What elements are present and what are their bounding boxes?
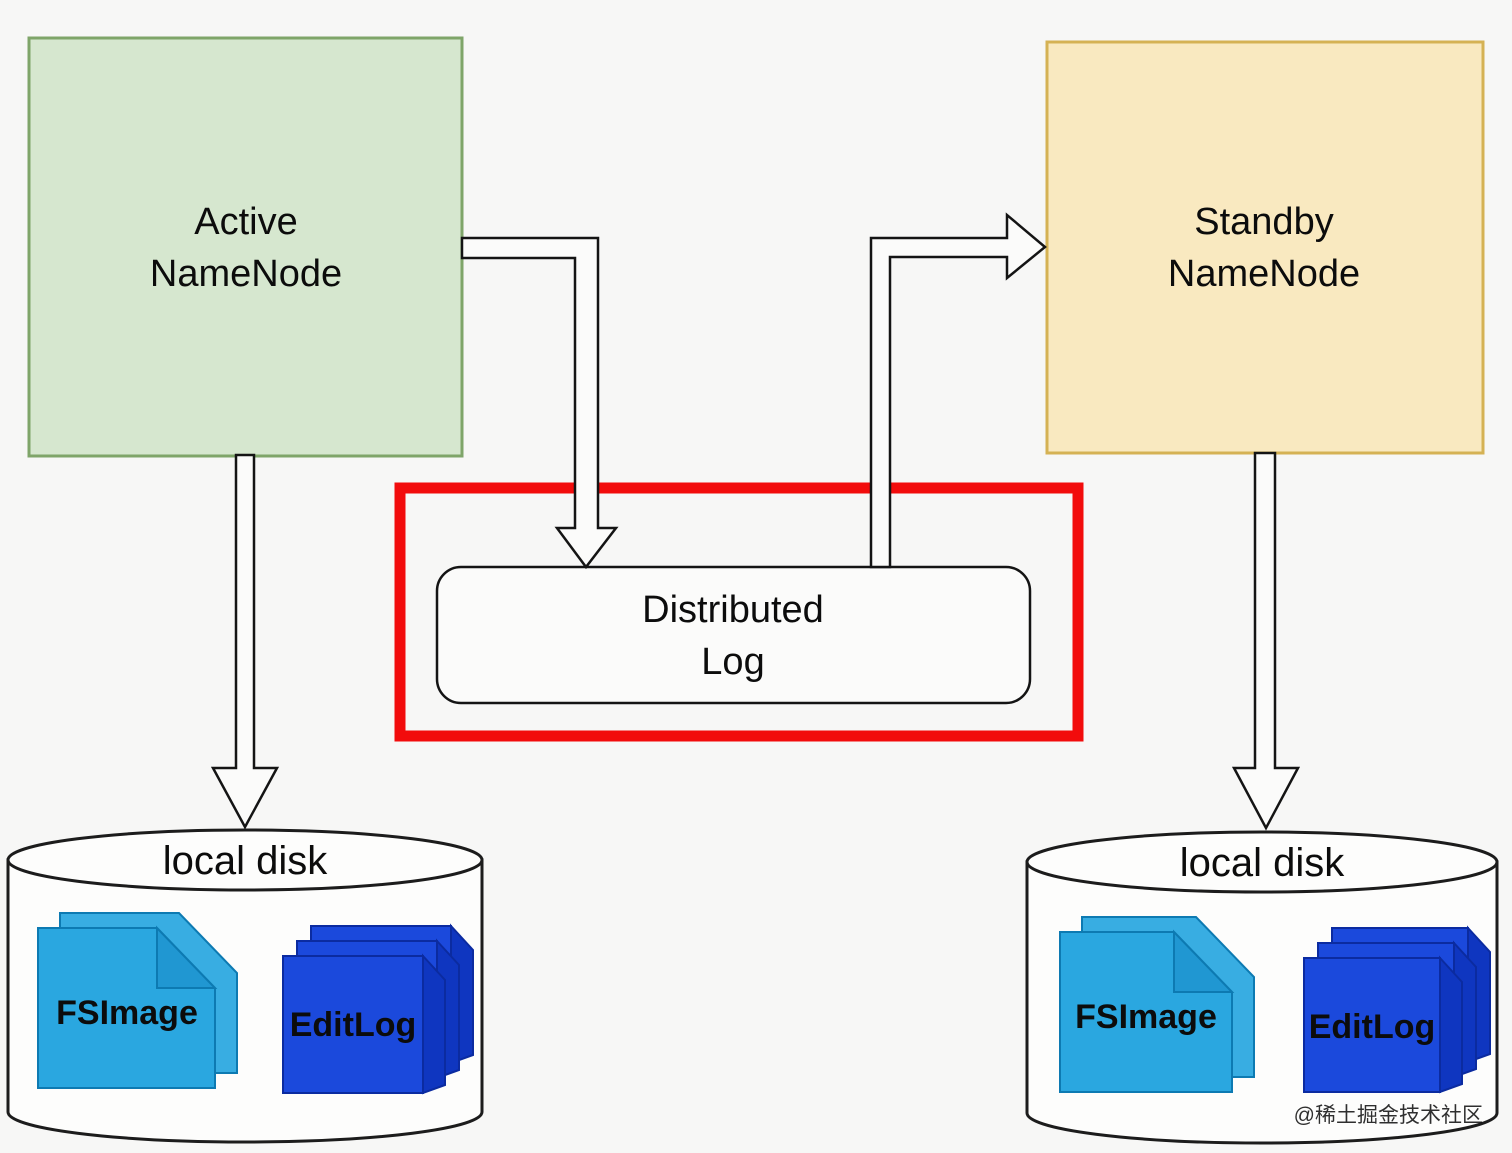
standby-namenode-label-line2: NameNode [1168, 253, 1360, 295]
editlog-left-front-flap [422, 953, 446, 1095]
fsimage-left-label: FSImage [56, 994, 198, 1032]
editlog-right-label: EditLog [1309, 1008, 1436, 1046]
fsimage-right-folded-corner [1173, 929, 1235, 993]
distributed-log-box [435, 565, 1032, 705]
distributed-log-label-line2: Log [701, 641, 764, 683]
arrow-standby-to-local-disk [1231, 451, 1301, 831]
local-disk-left-label: local disk [163, 839, 329, 883]
watermark-text: @稀土掘金技术社区 [1294, 1104, 1483, 1127]
local-disk-right-label: local disk [1180, 841, 1346, 885]
arrow-active-to-local-disk [210, 453, 280, 830]
fsimage-right-label: FSImage [1075, 998, 1217, 1036]
active-namenode-label-line1: Active [194, 201, 297, 243]
arrow-active-to-distributed-log [460, 236, 619, 570]
editlog-left-label: EditLog [290, 1006, 417, 1044]
standby-namenode-box [1045, 40, 1485, 455]
standby-namenode-label-line1: Standby [1194, 201, 1333, 243]
editlog-left-stack: EditLog [282, 923, 474, 1095]
fsimage-left-stack: FSImage [37, 912, 238, 1089]
editlog-right-stack: EditLog [1303, 925, 1491, 1094]
distributed-log-label-line1: Distributed [642, 589, 824, 631]
fsimage-right-stack: FSImage [1059, 916, 1255, 1093]
local-disk-right-cylinder-top [1025, 830, 1499, 894]
local-disk-left-cylinder-top [6, 828, 484, 892]
highlight-rectangle [394, 482, 1084, 742]
active-namenode-box [27, 36, 464, 458]
arrow-distributed-log-to-standby [869, 212, 1047, 569]
fsimage-left-folded-corner [156, 925, 218, 989]
editlog-right-front-flap [1439, 955, 1463, 1094]
editlog-left-front-page [282, 955, 424, 1094]
active-namenode-label-line2: NameNode [150, 253, 342, 295]
editlog-right-front-page [1303, 957, 1441, 1093]
